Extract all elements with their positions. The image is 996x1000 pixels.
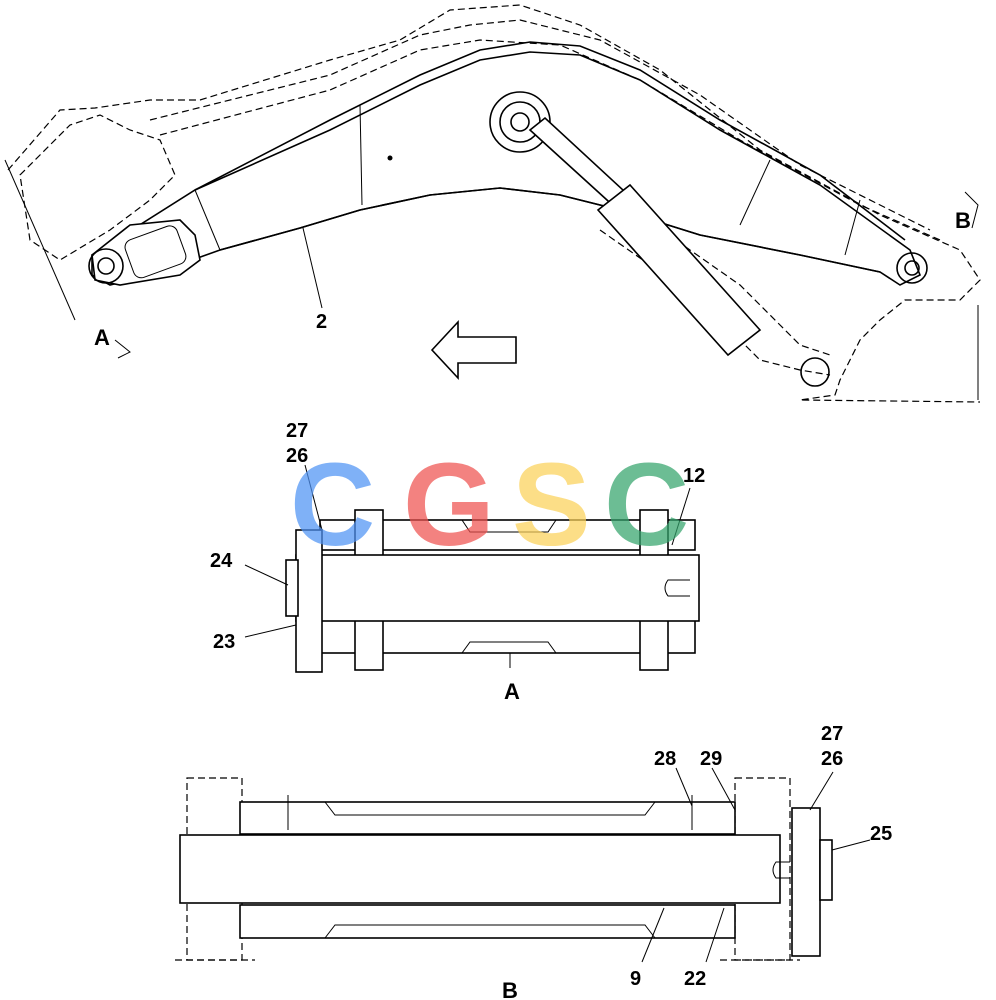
a-pin [295, 554, 700, 622]
leader-b-9 [641, 907, 665, 963]
b-pin [179, 834, 781, 904]
callout-b-9: 9 [630, 968, 641, 990]
callout-b-25: 25 [870, 823, 892, 845]
callout-a-12: 12 [683, 465, 705, 487]
callout-b-22: 22 [684, 968, 706, 990]
b-lower-boss [239, 904, 736, 939]
view-b-caption: B [502, 978, 518, 1000]
watermark-letter-3: S [512, 439, 591, 571]
a-upper-notch [461, 519, 557, 533]
watermark-letter-1: C [290, 439, 375, 571]
callout-a-23: 23 [213, 631, 235, 653]
foot-boss [91, 219, 201, 286]
watermark-letter-4: C [604, 439, 689, 571]
arm-pin-inner [904, 260, 920, 276]
section-b-arrow [964, 191, 979, 229]
boom-left-bracket [19, 114, 176, 261]
a-lower-notch [461, 641, 557, 654]
boom-rib-3 [844, 199, 861, 256]
b-cap [819, 839, 833, 901]
boom-rib-4 [194, 189, 221, 251]
leader-a-24 [244, 564, 289, 586]
boom-rib-1 [359, 104, 363, 206]
callout-a-24: 24 [210, 550, 233, 572]
foot-pin-inner [97, 257, 115, 275]
callout-2: 2 [316, 311, 327, 333]
leader-b-28 [675, 767, 693, 807]
watermark-logo: C G S C [290, 439, 689, 571]
cylinder-end-pin [800, 357, 830, 387]
hose-line-lower [159, 39, 941, 241]
boom-rib-2 [739, 159, 771, 226]
leader-b-29 [711, 767, 736, 811]
callout-a-26: 26 [286, 445, 308, 467]
boom-top-plate [194, 41, 906, 241]
watermark-letter-2: G [403, 439, 495, 571]
callout-b-29: 29 [700, 748, 722, 770]
callout-b-28: 28 [654, 748, 676, 770]
boom-side-view: 2 A B [4, 4, 981, 403]
leader-b-26 [809, 771, 834, 811]
leader-2 [302, 227, 323, 309]
leader-b-25 [831, 839, 871, 851]
cylinder-pivot-inner [510, 112, 530, 132]
b-lower-recess [324, 924, 656, 939]
callout-b-26: 26 [821, 748, 843, 770]
view-a-section: 27 26 12 24 23 A [210, 420, 705, 704]
section-a-line [4, 159, 76, 321]
foot-boss-plate [124, 225, 187, 279]
leader-a-26 [304, 464, 323, 531]
section-b-marker: B [955, 208, 971, 233]
foot-pin-outer [88, 248, 124, 284]
b-upper-recess [324, 801, 656, 816]
front-direction-arrow [430, 319, 517, 381]
arm-cylinder-barrel [596, 183, 762, 357]
leader-a-12 [671, 487, 691, 546]
boom-dot [387, 155, 393, 161]
boom-dashed-outline [7, 4, 981, 403]
leader-a-23 [244, 624, 297, 638]
boom-bottom-plate [219, 187, 881, 273]
a-cap [285, 559, 299, 617]
section-a-marker: A [94, 325, 110, 350]
b-pin-hole [772, 861, 790, 879]
boom-body [91, 51, 922, 286]
leader-b-22 [705, 907, 725, 963]
arm-pin-outer [896, 252, 928, 284]
a-pin-hole [664, 579, 690, 597]
hose-line-upper [149, 19, 931, 231]
callout-b-27: 27 [821, 723, 843, 745]
callout-a-27: 27 [286, 420, 308, 442]
view-a-caption: A [504, 679, 520, 704]
a-plate [295, 529, 323, 673]
section-a-arrow [114, 339, 131, 359]
b-plate [791, 807, 821, 957]
view-b-section: 27 26 28 29 25 9 22 B [175, 723, 892, 1000]
b-upper-boss [239, 801, 736, 835]
